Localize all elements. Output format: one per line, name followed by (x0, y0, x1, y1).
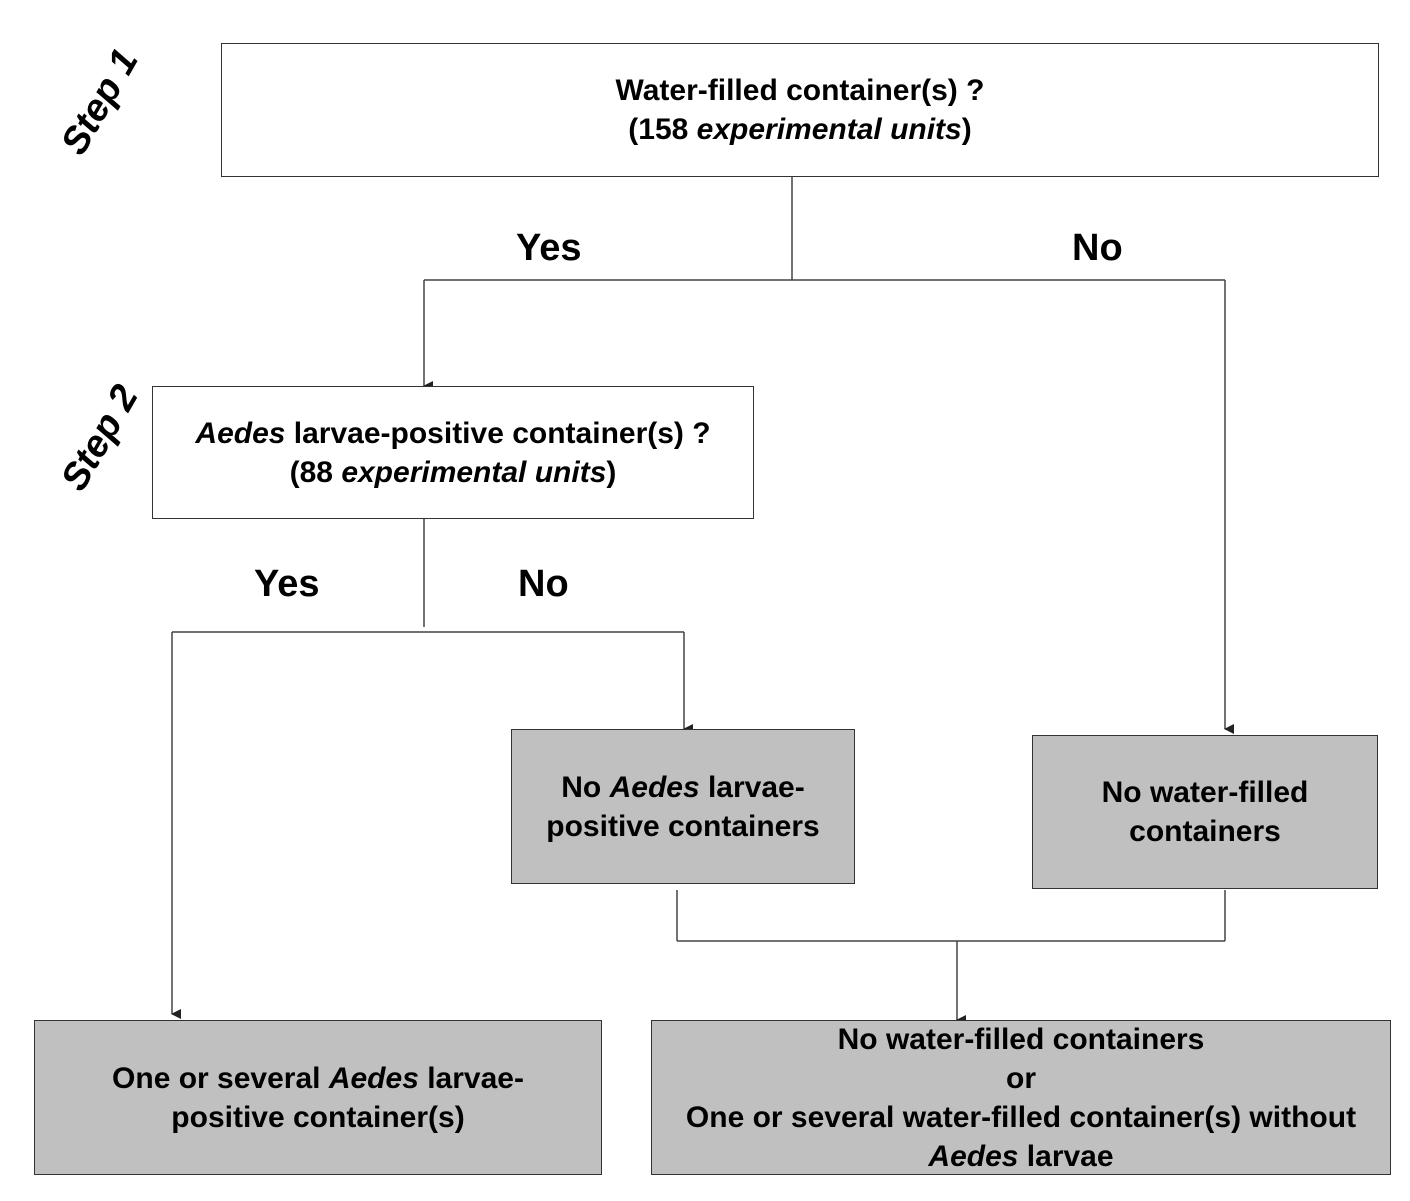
result-positive-line2: positive container(s) (171, 1100, 465, 1134)
result-negative-line4: Aedes larvae (928, 1139, 1114, 1173)
result-positive-box: One or several Aedes larvae- positive co… (34, 1020, 602, 1175)
result-negative-line2: or (1006, 1061, 1036, 1095)
result-negative-box: No water-filled containers or One or sev… (651, 1020, 1391, 1175)
result-negative-line1: No water-filled containers (837, 1022, 1205, 1056)
step2-question-count: (88 experimental units) (289, 455, 617, 489)
outcome-no-aedes-line2: positive containers (546, 809, 820, 843)
step1-question-text: Water-filled container(s) ? (615, 74, 985, 107)
outcome-no-water-box: No water-filled containers (1032, 735, 1378, 889)
outcome-no-aedes-box: No Aedes larvae- positive containers (511, 729, 855, 884)
step2-question-text: Aedes larvae-positive container(s) ? (195, 416, 711, 450)
outcome-no-water-line1: No water-filled (1101, 776, 1309, 809)
outcome-no-water-line2: containers (1129, 815, 1281, 848)
step1-yes-label: Yes (516, 227, 582, 269)
step2-no-label: No (518, 563, 569, 605)
result-positive-line1: One or several Aedes larvae- (112, 1061, 524, 1095)
step1-no-label: No (1072, 227, 1123, 269)
result-negative-line3: One or several water-filled container(s)… (685, 1100, 1357, 1134)
step1-question-count: (158 experimental units) (628, 113, 972, 146)
step1-question-box: Water-filled container(s) ? (158 experim… (221, 43, 1379, 177)
step2-yes-label: Yes (254, 563, 320, 605)
step2-question-box: Aedes larvae-positive container(s) ? (88… (152, 386, 754, 519)
outcome-no-aedes-line1: No Aedes larvae- (561, 770, 805, 804)
